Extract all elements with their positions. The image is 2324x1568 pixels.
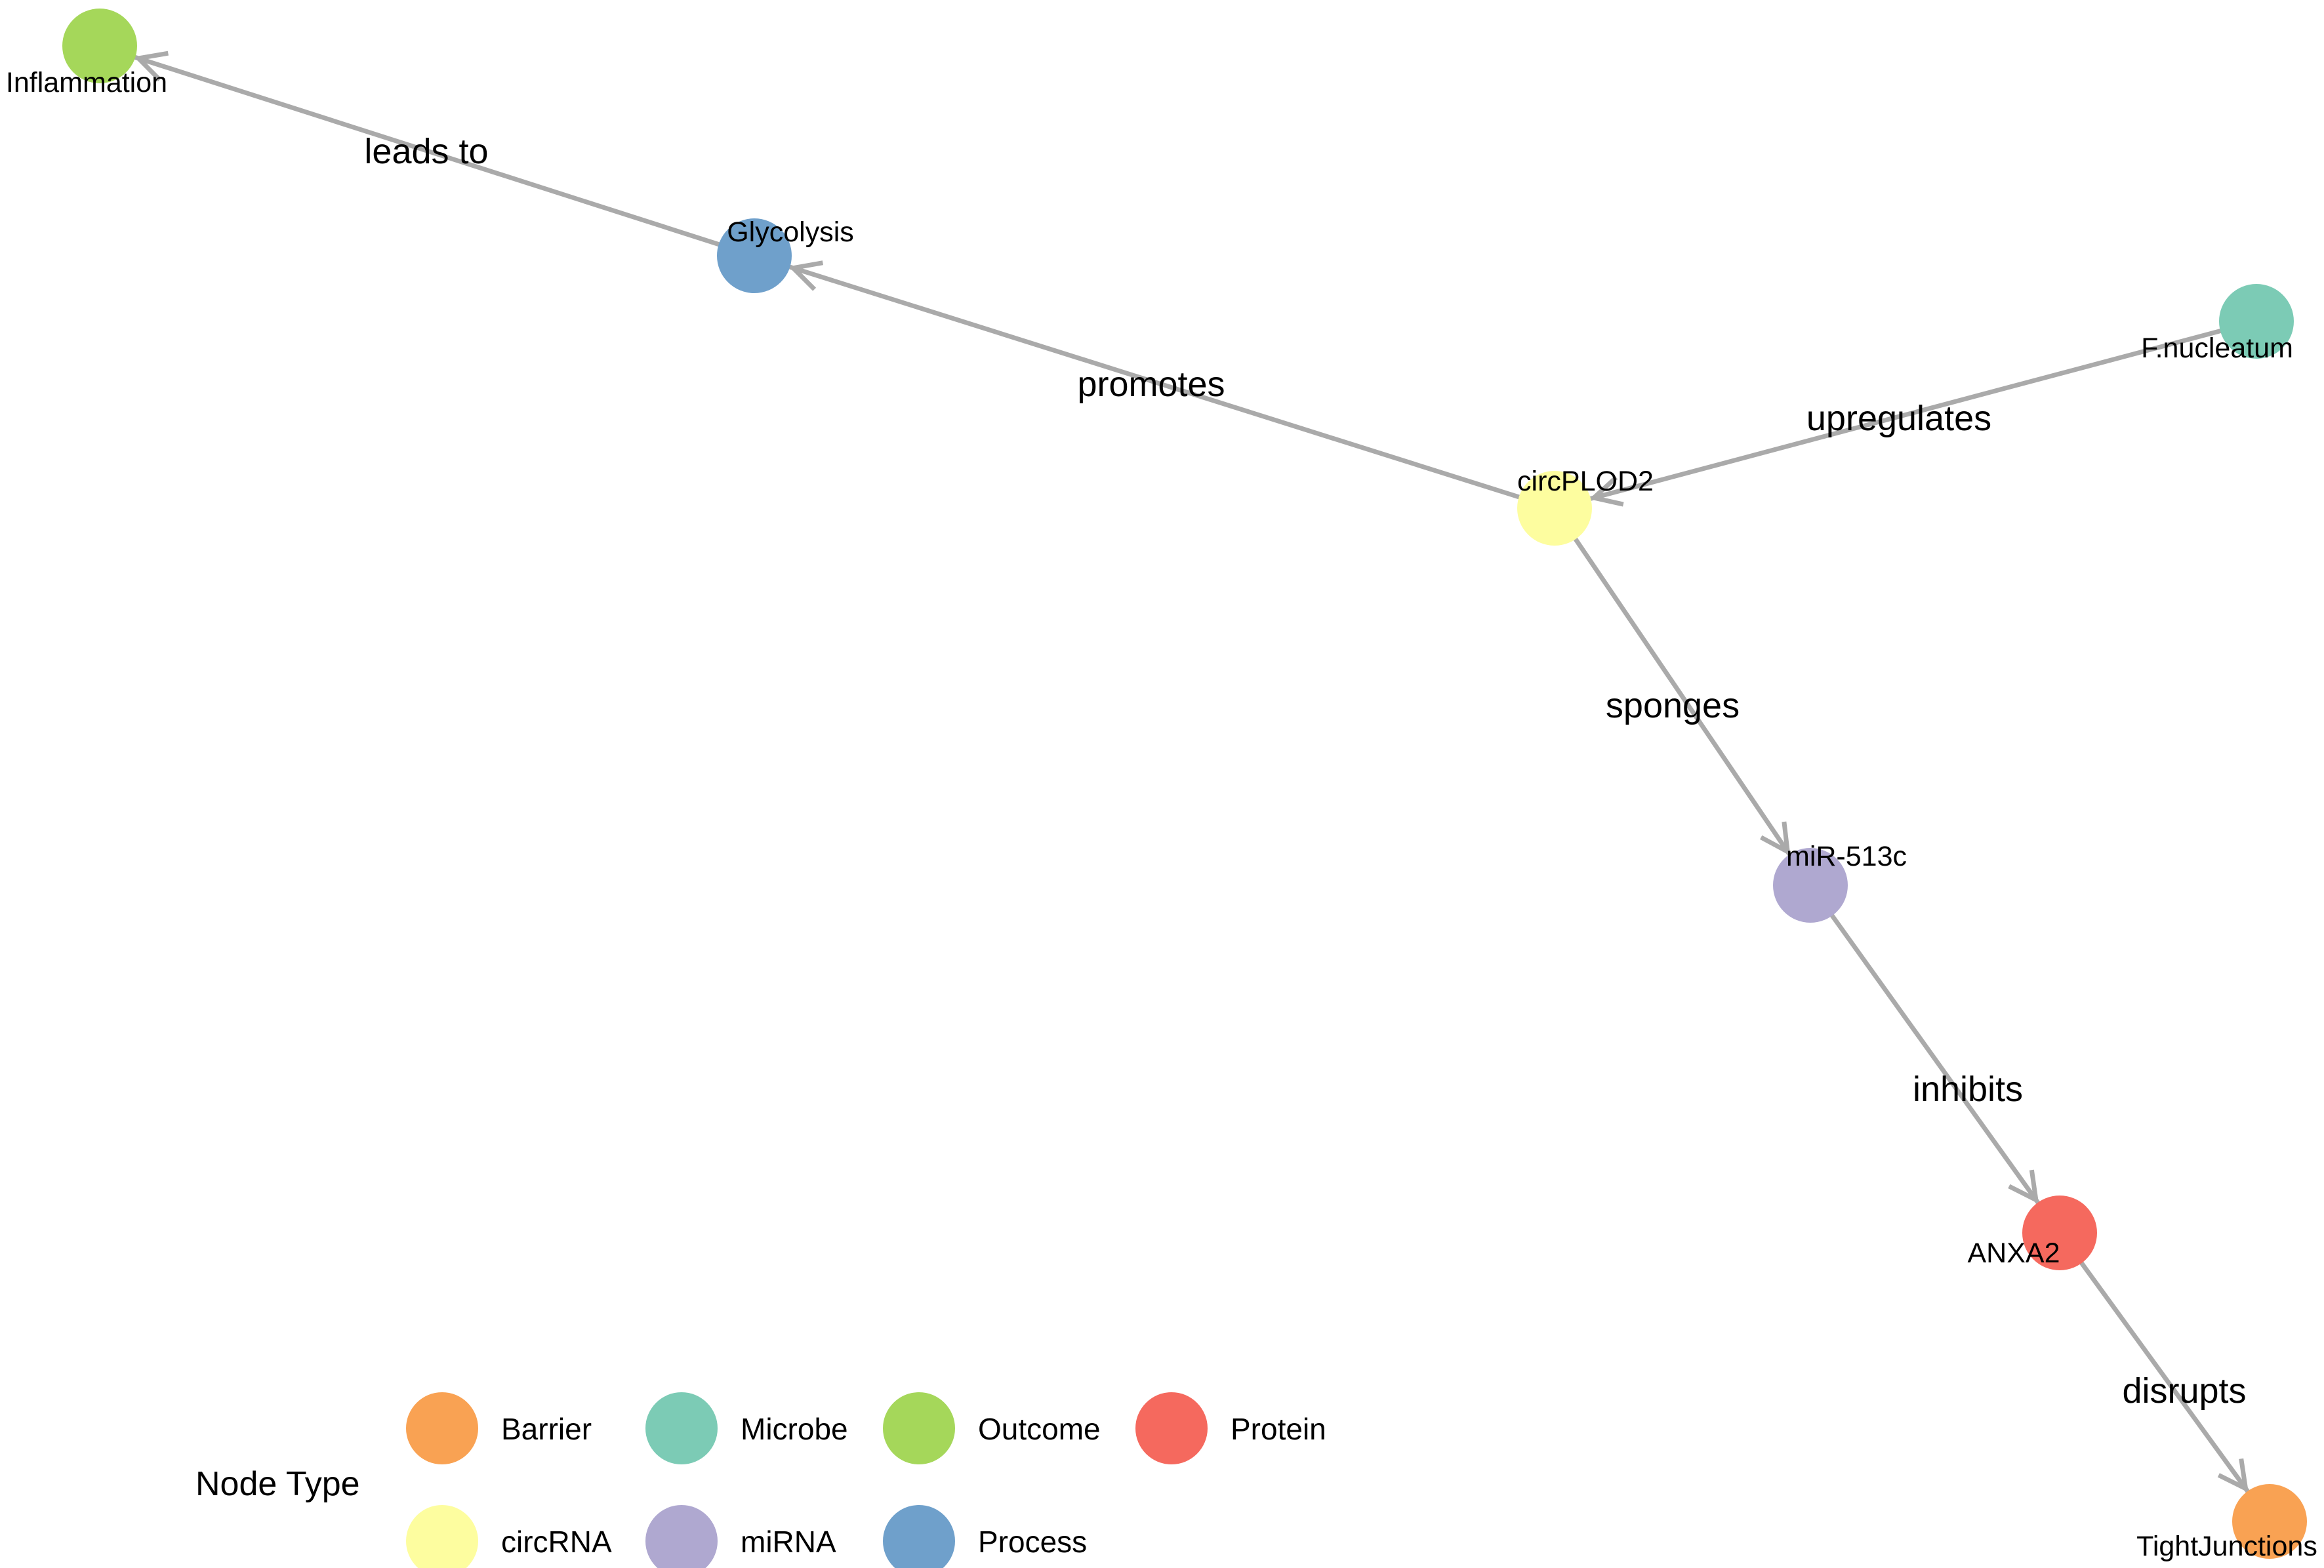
legend-swatch-Process: [883, 1505, 955, 1568]
node-label-F.nucleatum: F.nucleatum: [2141, 332, 2293, 364]
node-label-miR-513c: miR-513c: [1786, 841, 1907, 872]
legend-swatch-Protein: [1135, 1392, 1208, 1464]
arrowhead-icon: [2029, 1169, 2039, 1201]
node-TightJunctions: [2232, 1484, 2307, 1559]
edge-Glycolysis-Inflammation: [98, 43, 756, 258]
arrowhead-icon: [791, 266, 817, 291]
arrowhead-icon: [792, 260, 824, 271]
edge-label-upregulates: upregulates: [1806, 399, 1991, 438]
edge-ANXA2-TightJunctions: [2058, 1231, 2272, 1523]
edge-labels-layer: upregulates promotes leads to sponges inhibi…: [364, 132, 2246, 1411]
arrowhead-icon: [136, 56, 161, 82]
node-label-circPLOD2: circPLOD2: [1517, 466, 1654, 497]
legend-item-label-Barrier: Barrier: [501, 1412, 592, 1446]
legend-item-label-Protein: Protein: [1231, 1412, 1326, 1446]
legend-swatch-Outcome: [883, 1392, 955, 1464]
legend: Node Type Barrier Microbe Outcome Protein cir…: [195, 1392, 1326, 1568]
arrowhead-icon: [2008, 1184, 2037, 1202]
legend-item-label-miRNA: miRNA: [741, 1525, 836, 1559]
arrowhead-icon: [1782, 821, 1790, 853]
node-Inflammation: [62, 9, 137, 83]
arrowhead-icon: [2217, 1473, 2247, 1491]
legend-item-label-Outcome: Outcome: [978, 1412, 1101, 1446]
legend-swatch-Barrier: [406, 1392, 478, 1464]
node-F.nucleatum: [2219, 284, 2294, 359]
node-label-Inflammation: Inflammation: [6, 67, 167, 98]
edge-label-promotes: promotes: [1077, 365, 1225, 404]
edge-label-sponges: sponges: [1606, 686, 1740, 725]
arrowhead-icon: [1760, 835, 1789, 854]
node-miR-513c: [1773, 848, 1848, 923]
nodes-layer: [62, 9, 2307, 1559]
legend-title: Node Type: [195, 1465, 360, 1503]
legend-swatch-circRNA: [406, 1505, 478, 1568]
arrowhead-icon: [1593, 495, 1624, 507]
legend-item-label-circRNA: circRNA: [501, 1525, 612, 1559]
node-circPLOD2: [1517, 471, 1592, 546]
edge-miR-513c-ANXA2: [1808, 883, 2062, 1235]
legend-swatch-miRNA: [645, 1505, 718, 1568]
edge-label-disrupts: disrupts: [2122, 1371, 2246, 1411]
edges-layer: [98, 43, 2272, 1523]
node-ANXA2: [2022, 1196, 2097, 1270]
arrowheads-layer: [136, 50, 2248, 1491]
arrowhead-icon: [1592, 475, 1618, 500]
edge-label-inhibits: inhibits: [1913, 1070, 2023, 1109]
edge-circPLOD2-Glycolysis: [753, 253, 1556, 511]
legend-item-label-Process: Process: [978, 1525, 1087, 1559]
edge-circPLOD2-miR-513c: [1553, 507, 1812, 887]
node-label-TightJunctions: TightJunctions: [2136, 1531, 2317, 1562]
node-label-Glycolysis: Glycolysis: [727, 216, 854, 248]
legend-swatch-Microbe: [645, 1392, 718, 1464]
edge-F.nucleatum-circPLOD2: [1554, 319, 2257, 511]
node-Glycolysis: [717, 218, 792, 293]
edge-label-leads-to: leads to: [364, 132, 488, 171]
arrowhead-icon: [138, 50, 169, 61]
arrowhead-icon: [2239, 1458, 2248, 1489]
legend-item-label-Microbe: Microbe: [741, 1412, 848, 1446]
node-label-ANXA2: ANXA2: [1967, 1237, 2060, 1269]
